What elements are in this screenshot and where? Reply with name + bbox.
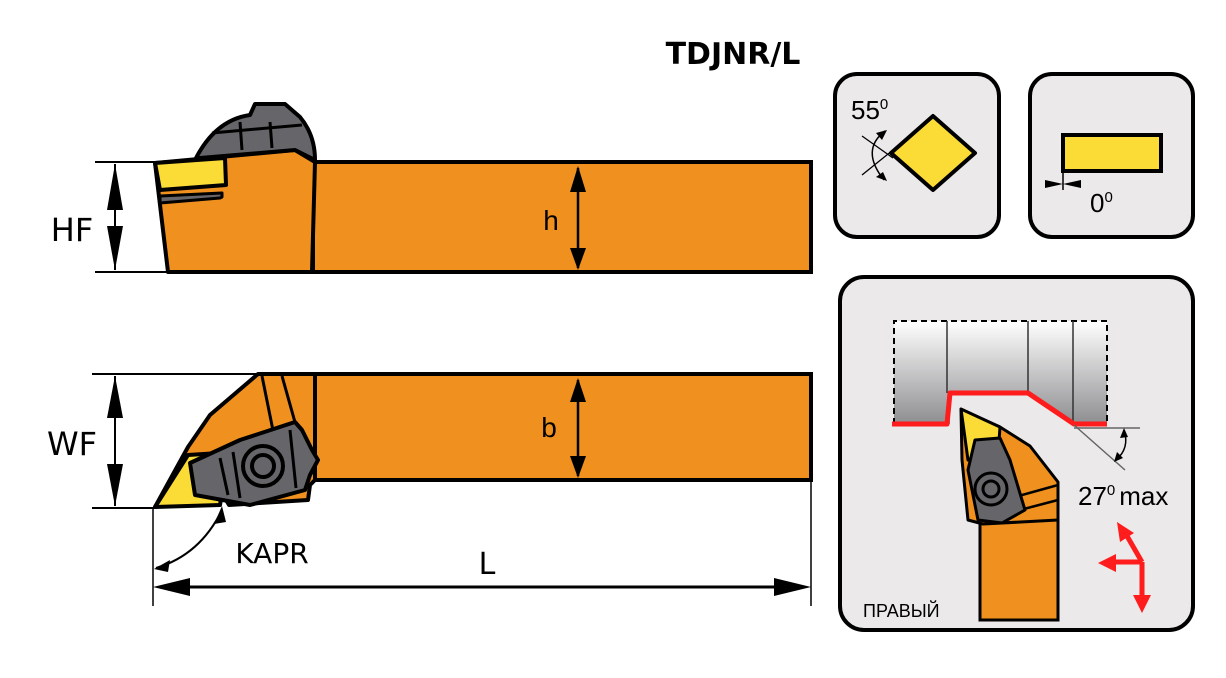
svg-text:550: 550 [851, 95, 888, 125]
insert-angle-degree: 0 [880, 96, 888, 113]
machined-profile [892, 390, 1107, 427]
l-dimension: L [153, 480, 812, 606]
max-angle-suffix: max [1119, 481, 1168, 511]
insert-angle-value: 55 [851, 95, 880, 125]
b-label: b [541, 412, 557, 443]
arrow-left-icon [1098, 554, 1116, 572]
clearance-panel: 00 [1028, 72, 1195, 239]
hf-label: HF [51, 211, 93, 249]
svg-text:00: 00 [1090, 188, 1113, 218]
arrow-diagonal-icon [1117, 522, 1134, 542]
shank-top [311, 372, 813, 482]
l-label: L [479, 547, 496, 582]
product-code-title: TDJNR/L [666, 37, 801, 72]
max-angle-value: 27 [1078, 481, 1107, 511]
b-dimension: b [541, 378, 586, 478]
arrow-down-icon [1133, 595, 1151, 613]
hand-label: ПРАВЫЙ [863, 600, 940, 621]
shim-side [158, 191, 224, 205]
workpiece [892, 320, 1108, 427]
h-dimension: h [543, 166, 586, 270]
wf-label: WF [47, 425, 97, 463]
shank-side [311, 160, 813, 274]
kapr-angle: KAPR [152, 506, 309, 606]
holder-application [959, 407, 1060, 622]
insert-side [153, 156, 228, 192]
wf-dimension: WF [47, 373, 258, 509]
max-angle-degree: 0 [1107, 482, 1115, 499]
clearance-insert-icon [1061, 133, 1163, 173]
top-view-holder [153, 372, 813, 509]
feed-direction-arrows [1098, 522, 1151, 613]
h-label: h [543, 205, 559, 236]
kapr-label: KAPR [235, 537, 308, 570]
rhombus-insert-icon [889, 114, 977, 192]
side-view-holder [153, 102, 813, 274]
insert-shape-panel: 550 [833, 72, 1001, 239]
clearance-angle-value: 0 [1090, 188, 1104, 218]
hf-dimension: HF [51, 161, 168, 273]
clearance-angle-degree: 0 [1104, 189, 1112, 206]
